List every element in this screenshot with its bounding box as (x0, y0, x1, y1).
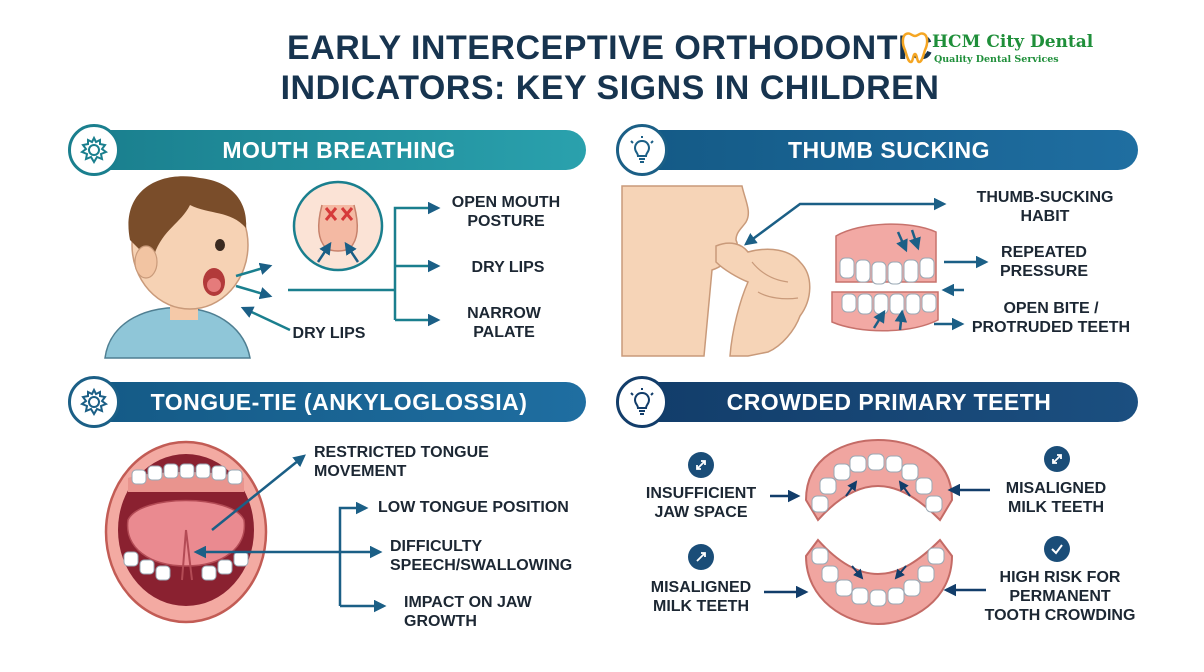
banner-crowded-teeth: CROWDED PRIMARY TEETH (640, 382, 1138, 422)
brand-logo: HCM City Dental Quality Dental Services (900, 30, 1094, 74)
badge-tongue-tie (68, 376, 120, 428)
label-thumb-sucking-habit: THUMB-SUCKING HABIT (976, 189, 1114, 225)
heading-tongue-tie: TONGUE-TIE (ANKYLOGLOSSIA) (150, 389, 528, 415)
nasal-blockage-icon (292, 180, 384, 272)
tongue-tie-mouth-illustration (104, 440, 268, 624)
label-open-mouth-posture: OPEN MOUTH POSTURE (451, 194, 561, 230)
open-bite-teeth-illustration (831, 223, 939, 332)
label-open-bite: OPEN BITE / PROTRUDED TEETH (971, 300, 1131, 336)
badge-thumb-sucking (616, 124, 668, 176)
label-high-risk: HIGH RISK FOR PERMANENT TOOTH CROWDING (984, 569, 1136, 624)
label-insufficient-jaw-space: INSUFFICIENT JAW SPACE (645, 485, 757, 521)
badge-mouth-breathing (68, 124, 120, 176)
heading-crowded-teeth: CROWDED PRIMARY TEETH (726, 389, 1052, 415)
title-line-2: INDICATORS: KEY SIGNS IN CHILDREN (280, 69, 940, 107)
label-dry-lips-right: DRY LIPS (471, 259, 545, 276)
label-low-tongue-position: LOW TONGUE POSITION (378, 499, 569, 516)
brand-tagline: Quality Dental Services (934, 54, 1059, 65)
heading-mouth-breathing: MOUTH BREATHING (222, 137, 456, 163)
banner-thumb-sucking: THUMB SUCKING (640, 130, 1138, 170)
crowded-teeth-illustration (804, 438, 954, 626)
expand-arrows-icon (688, 452, 714, 478)
label-narrow-palate: NARROW PALATE (467, 305, 541, 341)
label-restricted-tongue: RESTRICTED TONGUE MOVEMENT (314, 444, 489, 480)
thumb-sucking-illustration (621, 185, 811, 357)
gear-icon (79, 387, 109, 416)
gear-icon (79, 135, 109, 164)
lightbulb-icon (630, 136, 654, 163)
tooth-logo-icon (901, 32, 929, 64)
label-misaligned-left: MISALIGNED MILK TEETH (650, 579, 752, 615)
banner-tongue-tie: TONGUE-TIE (ANKYLOGLOSSIA) (92, 382, 586, 422)
title-line-1: EARLY INTERCEPTIVE ORTHODONTIC (287, 29, 933, 67)
expand-arrows-icon-2 (688, 544, 714, 570)
child-illustration (104, 176, 251, 359)
label-repeated-pressure: REPEATED PRESSURE (999, 244, 1089, 280)
label-dry-lips-left: DRY LIPS (292, 325, 366, 342)
compress-arrows-icon (1044, 446, 1070, 472)
label-difficulty-speech: DIFFICULTY SPEECH/SWALLOWING (390, 538, 573, 574)
badge-crowded-teeth (616, 376, 668, 428)
lightbulb-icon (630, 388, 654, 415)
checkmark-icon (1044, 536, 1070, 562)
label-impact-jaw: IMPACT ON JAW GROWTH (404, 594, 532, 630)
label-misaligned-right: MISALIGNED MILK TEETH (1005, 480, 1107, 516)
heading-thumb-sucking: THUMB SUCKING (788, 137, 990, 163)
banner-mouth-breathing: MOUTH BREATHING (92, 130, 586, 170)
page-title: EARLY INTERCEPTIVE ORTHODONTIC INDICATOR… (240, 28, 980, 108)
brand-name: HCM City Dental (932, 32, 1094, 52)
